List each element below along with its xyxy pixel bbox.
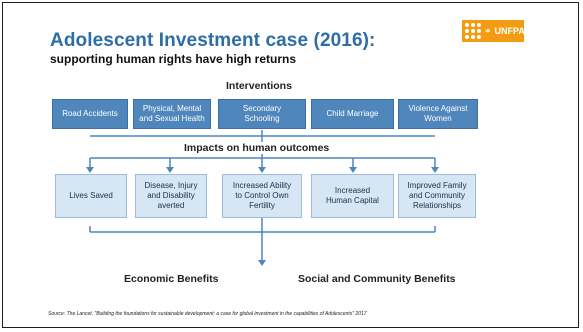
outcome-human-capital: Increased Human Capital: [311, 174, 394, 218]
globe-icon: ⚭: [484, 25, 492, 36]
outcome-control-fertility: Increased Ability to Control Own Fertili…: [222, 174, 302, 218]
logo-dots-icon: [465, 23, 481, 39]
outcome-disease-averted: Disease, Injury and Disability averted: [135, 174, 207, 218]
impacts-label: Impacts on human outcomes: [180, 142, 334, 154]
social-community-benefits: Social and Community Benefits: [298, 273, 456, 285]
intervention-child-marriage: Child Marriage: [311, 99, 394, 129]
logo-text: UNFPA: [494, 26, 525, 36]
interventions-label: Interventions: [226, 80, 292, 92]
intervention-health: Physical, Mental and Sexual Health: [133, 99, 211, 129]
source-citation: Source: The Lancet, "Building the founda…: [48, 311, 367, 317]
outcome-family-relationships: Improved Family and Community Relationsh…: [398, 174, 476, 218]
outcome-lives-saved: Lives Saved: [55, 174, 127, 218]
intervention-road-accidents: Road Accidents: [52, 99, 128, 129]
slide: [2, 2, 579, 328]
intervention-violence-against-women: Violence Against Women: [398, 99, 478, 129]
slide-title: Adolescent Investment case (2016):: [50, 30, 376, 51]
intervention-secondary-schooling: Secondary Schooling: [218, 99, 306, 129]
economic-benefits: Economic Benefits: [124, 273, 219, 285]
slide-subtitle: supporting human rights have high return…: [50, 52, 297, 66]
unfpa-logo: ⚭ UNFPA: [462, 20, 525, 42]
